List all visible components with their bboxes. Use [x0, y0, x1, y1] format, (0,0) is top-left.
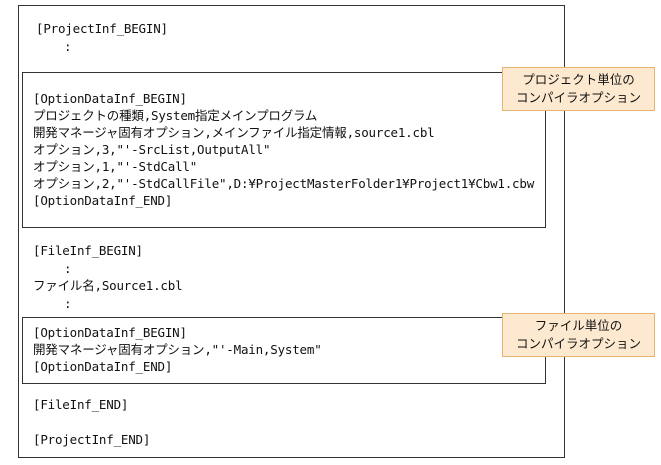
project-option-callout: プロジェクト単位の コンパイラオプション	[502, 67, 655, 111]
file-begin-tag: [FileInf_BEGIN]	[33, 243, 143, 258]
option-line: 開発マネージャ固有オプション,"'-Main,System"	[33, 342, 322, 357]
file-option-block	[22, 317, 546, 384]
option-line: [OptionDataInf_END]	[33, 193, 173, 208]
ellipsis-marker: :	[64, 261, 72, 276]
project-file-frame	[18, 5, 565, 458]
project-end-tag: [ProjectInf_END]	[33, 432, 151, 447]
option-line: 開発マネージャ固有オプション,メインファイル指定情報,source1.cbl	[33, 125, 435, 140]
option-line: オプション,2,"'-StdCallFile",D:¥ProjectMaster…	[33, 176, 535, 191]
option-line: [OptionDataInf_END]	[33, 359, 173, 374]
project-option-block	[22, 72, 546, 228]
ellipsis-marker: :	[64, 296, 72, 311]
file-option-callout: ファイル単位の コンパイラオプション	[502, 313, 655, 357]
option-line: [OptionDataInf_BEGIN]	[33, 91, 187, 106]
option-line: [OptionDataInf_BEGIN]	[33, 325, 187, 340]
option-line: オプション,1,"'-StdCall"	[33, 159, 198, 174]
ellipsis-marker: :	[64, 39, 72, 54]
option-line: プロジェクトの種類,System指定メインプログラム	[33, 108, 318, 123]
project-begin-tag: [ProjectInf_BEGIN]	[36, 21, 168, 36]
file-name-line: ファイル名,Source1.cbl	[33, 278, 183, 293]
file-end-tag: [FileInf_END]	[33, 397, 129, 412]
option-line: オプション,3,"'-SrcList,OutputAll"	[33, 142, 271, 157]
